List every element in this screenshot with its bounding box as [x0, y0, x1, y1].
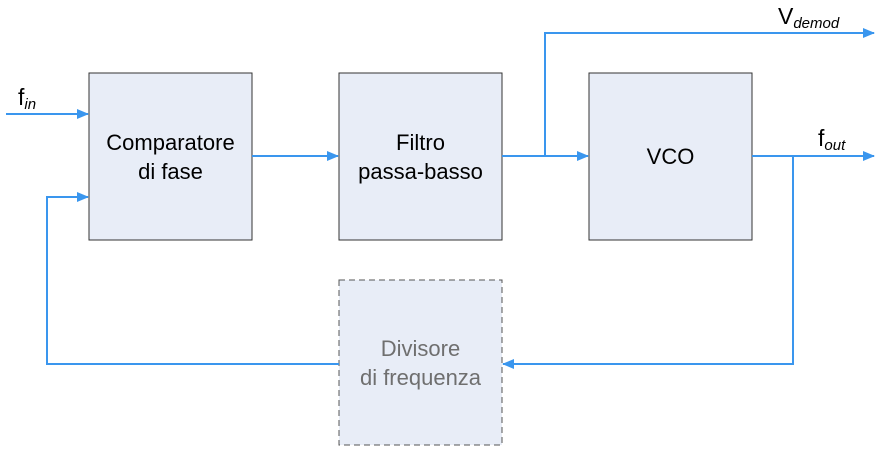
feedback-to-divider-wire [502, 156, 794, 369]
vdemod-output-wire [544, 28, 875, 156]
fin-signal-label: fin [18, 84, 37, 113]
filter-label-line1: Filtro [396, 129, 445, 155]
divider-label-line2: di frequenza [359, 364, 482, 390]
divider-label-line1: Divisore [380, 335, 461, 361]
vco-label: VCO [589, 73, 752, 240]
vdemod-sub: demod [793, 15, 840, 32]
filter-label-line2: passa-basso [358, 158, 483, 184]
fout-sub: out [824, 137, 846, 154]
vdemod-signal-label: Vdemod [778, 3, 840, 32]
fout-signal-label: fout [818, 125, 846, 154]
feedback-to-comparator-wire [46, 192, 339, 365]
filter-block [338, 72, 503, 241]
fout-base: f [818, 125, 825, 151]
fin-base: f [18, 84, 25, 110]
divider-block [338, 279, 503, 446]
comparator-label-line2: di fase [138, 158, 203, 184]
comparator-block [88, 72, 253, 241]
filter-label: Filtro passa-basso [339, 73, 502, 240]
comparator-label: Comparatore di fase [89, 73, 252, 240]
divider-label: Divisore di frequenza [339, 280, 502, 445]
fin-sub: in [24, 96, 37, 113]
vco-label-text: VCO [646, 144, 695, 169]
comparator-label-line1: Comparatore [106, 129, 235, 155]
vdemod-base: V [778, 3, 794, 29]
vco-block [588, 72, 753, 241]
